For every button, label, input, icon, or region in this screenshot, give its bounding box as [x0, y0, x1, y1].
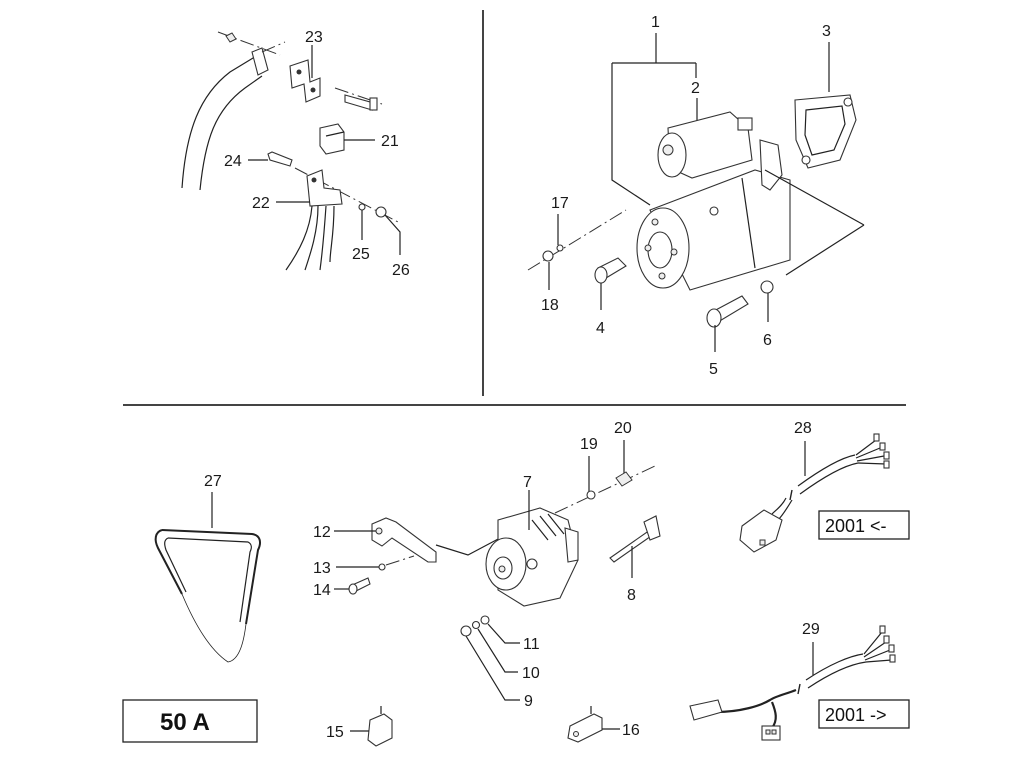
callout-23: 23: [305, 29, 323, 46]
part-8-bolt: [609, 515, 661, 563]
leader-26: [384, 214, 401, 255]
part-12-adjusting-bracket: [371, 517, 437, 563]
part-22-relay-socket: [285, 169, 343, 271]
alternator-axis: [554, 465, 656, 514]
part-14-bolt-head: [348, 583, 358, 595]
bolt-head: [369, 97, 378, 111]
drive-belt-section: 27 50 A: [122, 473, 261, 743]
part-19-washer: [586, 490, 596, 500]
variant-note-from-2001: 2001 ->: [825, 705, 887, 725]
part-21-relay: [319, 123, 345, 155]
mount-axis-lower: [785, 224, 865, 276]
part-27-v-belt: [154, 529, 261, 663]
callout-6: 6: [763, 332, 772, 349]
hose-outline-inner: [199, 75, 263, 191]
variant-note-before-2001: 2001 <-: [825, 516, 887, 536]
part-6-nut: [760, 280, 774, 294]
hose-outline-outer: [181, 54, 259, 189]
part-5-bolt-head: [706, 308, 722, 328]
part-13-washer: [378, 563, 386, 571]
callout-15: 15: [326, 724, 344, 741]
bolt: [344, 94, 373, 111]
callout-17: 17: [551, 195, 569, 212]
callout-26: 26: [392, 262, 410, 279]
starter-motor-assembly: 1 2 3: [527, 14, 865, 378]
callout-5: 5: [709, 361, 718, 378]
clamp-nut: [225, 32, 237, 43]
part-29-wiring-harness: [689, 625, 896, 741]
part-23-bracket: [289, 59, 321, 103]
part-15-connector: [367, 706, 393, 747]
variant-note-box-from-2001: [818, 699, 910, 729]
leader-10: [477, 628, 518, 673]
callout-9: 9: [524, 693, 533, 710]
relay-bracket-assembly: 23 21 24 22 25: [181, 29, 410, 279]
leader-11: [487, 623, 520, 644]
part-16-terminal: [567, 706, 603, 743]
callout-22: 22: [252, 195, 270, 212]
part-11-washer: [480, 615, 490, 625]
part-17-washer: [556, 244, 564, 252]
part-18-nut: [542, 250, 554, 262]
washer-axis: [385, 555, 415, 566]
callout-16: 16: [622, 722, 640, 739]
part-2-solenoid: [657, 111, 753, 179]
callout-20: 20: [614, 420, 632, 437]
part-9-nut: [460, 625, 472, 637]
starter-motor-body: [636, 139, 791, 291]
callout-13: 13: [313, 560, 331, 577]
callout-27: 27: [204, 473, 222, 490]
part-25-washer: [358, 203, 366, 211]
leader-9: [465, 635, 520, 701]
callout-21: 21: [381, 133, 399, 150]
callout-25: 25: [352, 246, 370, 263]
callout-24: 24: [224, 153, 242, 170]
callout-3: 3: [822, 23, 831, 40]
callout-29: 29: [802, 621, 820, 638]
part-24-screw: [267, 151, 293, 167]
part-26-nut: [375, 206, 387, 218]
callout-11: 11: [523, 636, 540, 653]
part-4-bolt-head: [594, 266, 608, 284]
callout-19: 19: [580, 436, 598, 453]
part-7-alternator: [485, 507, 579, 607]
bracket-link-line: [435, 537, 501, 556]
callout-4: 4: [596, 320, 605, 337]
mount-axis-upper: [764, 169, 865, 226]
part-10-lock-washer: [471, 620, 481, 630]
clamp-axis-2: [261, 41, 286, 53]
callout-7: 7: [523, 474, 532, 491]
bracket-1: [611, 62, 696, 206]
callout-10: 10: [522, 665, 540, 682]
callout-14: 14: [313, 582, 331, 599]
group-code: 50 A: [160, 709, 210, 736]
variant-note-box-before-2001: [818, 510, 910, 540]
callout-1: 1: [651, 14, 660, 31]
wiring-harness-section: 28 2001 <- 29: [689, 420, 910, 741]
callout-28: 28: [794, 420, 812, 437]
callout-8: 8: [627, 587, 636, 604]
callout-2: 2: [691, 80, 700, 97]
bolt-axis: [334, 87, 383, 105]
part-20-nut: [615, 471, 633, 487]
callout-18: 18: [541, 297, 559, 314]
alternator-section: 12 13 14 7 19 20: [313, 420, 661, 747]
part-28-wiring-harness: [739, 433, 890, 553]
callout-12: 12: [313, 524, 331, 541]
group-code-box: [122, 699, 258, 743]
hose-clamp: [251, 47, 269, 76]
part-3-gasket: [794, 94, 857, 169]
